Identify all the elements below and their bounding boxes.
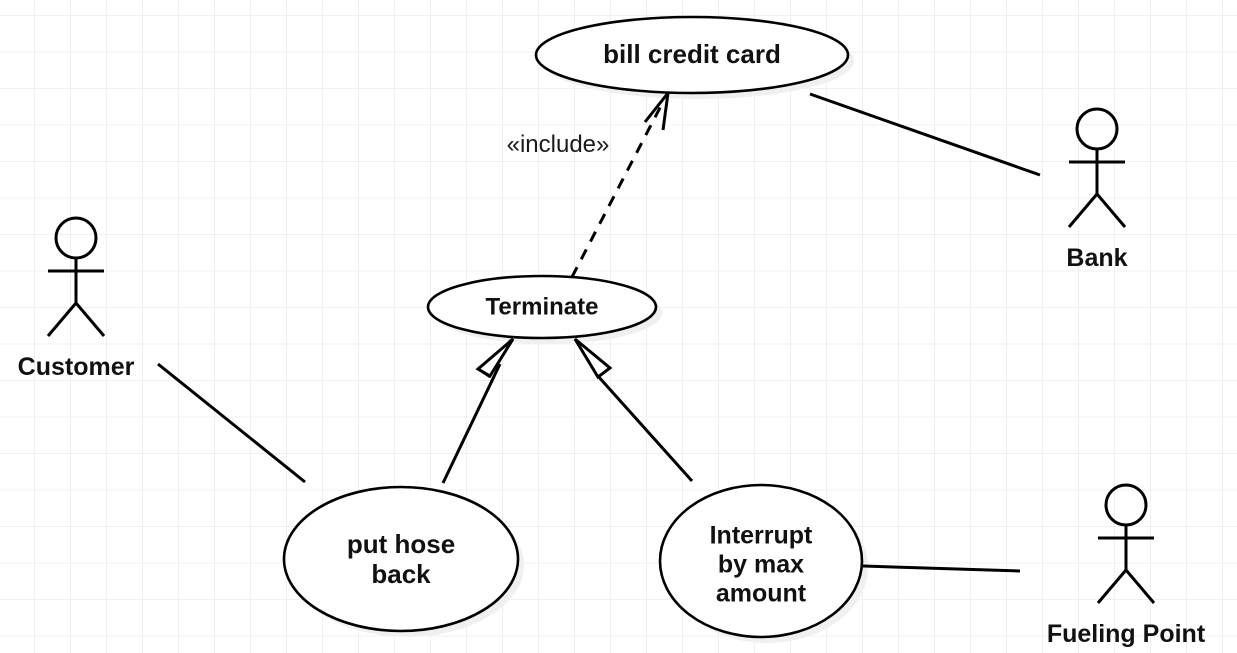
actor-leg-right-customer: [74, 302, 106, 337]
actor-label-fueling-point: Fueling Point: [1047, 620, 1206, 648]
actor-customer[interactable]: Customer: [18, 216, 135, 381]
include-dashed-line[interactable]: [570, 99, 666, 278]
actor-bank[interactable]: Bank: [1066, 107, 1128, 272]
use-case-ellipse-put-hose-back[interactable]: [282, 485, 520, 633]
use-case-ellipse-interrupt-by-max-amount[interactable]: [658, 483, 864, 639]
use-case-terminate[interactable]: Terminate: [426, 274, 658, 340]
actor-leg-left-bank: [1067, 193, 1099, 228]
actor-head-icon-bank: [1075, 107, 1119, 151]
association-layer: [157, 92, 1041, 573]
use-case-label-bill-credit-card: bill credit card: [603, 39, 781, 69]
actor-head-icon-customer: [54, 216, 98, 260]
actor-fueling-point[interactable]: Fueling Point: [1047, 483, 1206, 648]
use-case-ellipse-bill-credit-card[interactable]: [534, 15, 850, 95]
association-customer-put-hose-back[interactable]: [157, 362, 306, 484]
actor-layer: Customer Bank Fueling Point: [18, 107, 1206, 648]
include-open-arrowhead: [643, 92, 670, 131]
actor-leg-left-fueling-point: [1096, 569, 1128, 604]
use-case-label-put-hose-back-line1: put hose: [347, 529, 455, 559]
include-stereotype-label: «include»: [507, 131, 610, 158]
use-case-label-interrupt-line3: amount: [716, 580, 807, 608]
actor-leg-right-fueling-point: [1124, 569, 1156, 604]
actor-label-bank: Bank: [1066, 244, 1127, 272]
association-interrupt-fueling-point[interactable]: [862, 564, 1021, 573]
generalization-arrowhead-interrupt: [573, 337, 613, 380]
use-case-ellipse-terminate[interactable]: [426, 274, 658, 340]
generalization-line-put-hose-back-to-terminate[interactable]: [441, 363, 502, 484]
actor-head-icon-fueling-point: [1104, 483, 1148, 527]
actor-leg-left-customer: [46, 302, 78, 337]
generalization-line-interrupt-to-terminate[interactable]: [595, 373, 694, 483]
use-case-interrupt-by-max-amount[interactable]: Interrupt by max amount: [658, 483, 864, 639]
use-case-label-terminate: Terminate: [486, 293, 599, 320]
use-case-label-put-hose-back-line2: back: [371, 559, 431, 589]
use-case-bill-credit-card[interactable]: bill credit card: [534, 15, 850, 95]
use-case-put-hose-back[interactable]: put hose back: [282, 485, 520, 633]
actor-leg-right-bank: [1095, 193, 1127, 228]
use-case-label-interrupt-line2: by max: [718, 551, 804, 579]
use-case-label-interrupt-line1: Interrupt: [710, 522, 813, 550]
actor-label-customer: Customer: [18, 353, 135, 381]
generalization-arrowhead-left: [475, 337, 515, 379]
include-dependency-layer: «include»: [507, 92, 670, 278]
use-case-layer: bill credit card Terminate put hose back…: [282, 15, 864, 639]
association-bill-credit-card-bank[interactable]: [809, 92, 1041, 177]
generalization-layer: [441, 337, 694, 484]
